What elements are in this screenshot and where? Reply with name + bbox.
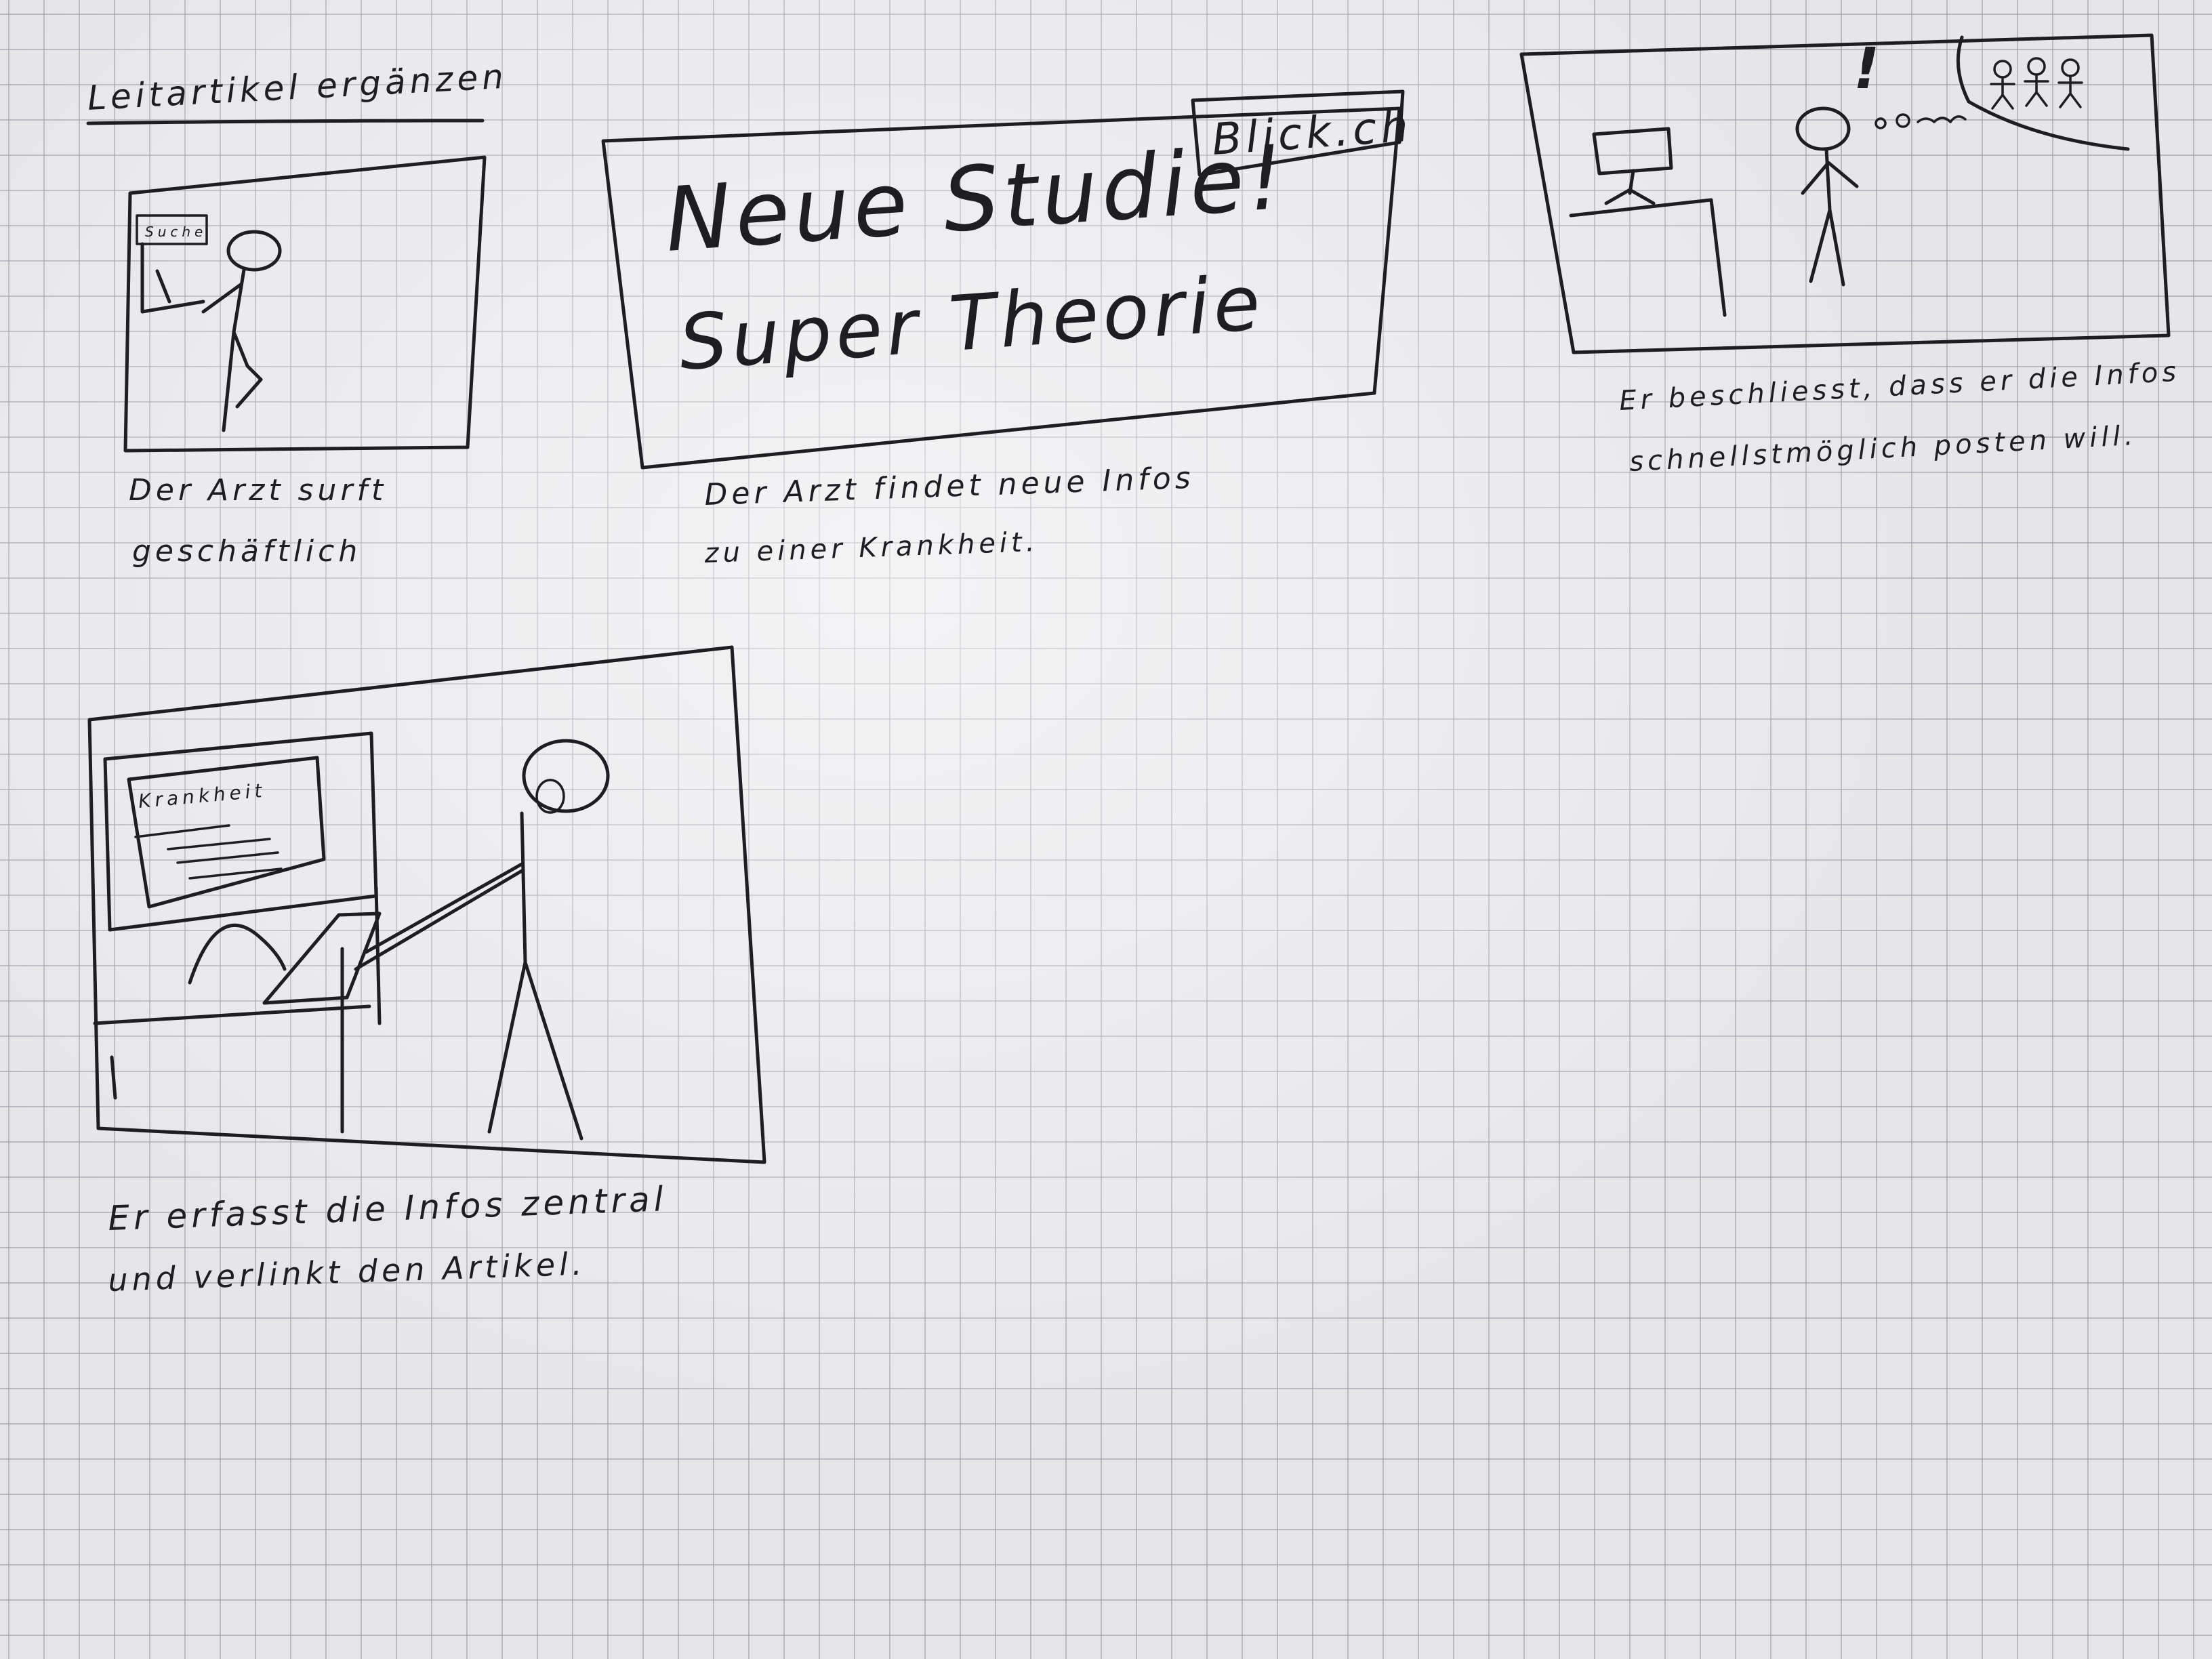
panel-1-sign <box>136 214 208 245</box>
panel-3-audience-icon <box>1990 57 2083 110</box>
panel-3-desk-monitor <box>1569 127 1727 317</box>
panel-4-caption-line1: Er erfasst die Infos zentral <box>107 1179 668 1238</box>
panel-1-sign-label: Suche <box>145 224 207 240</box>
page-title: Leitartikel ergänzen <box>87 57 509 118</box>
panel-4-frame <box>87 645 766 1164</box>
panel-2-headline: Neue Studie! <box>662 125 1291 272</box>
panel-2-frame <box>601 106 1401 470</box>
panel-2-subheadline: Super Theorie <box>676 259 1267 388</box>
panel-3-thought-bubble <box>1875 35 2130 151</box>
panel-2-caption-line2: zu einer Krankheit. <box>703 527 1039 569</box>
panel-2-logo-box <box>1191 89 1405 177</box>
panel-2-caption-line1: Der Arzt findet neue Infos <box>704 461 1195 512</box>
panel-1-caption-line1: Der Arzt surft <box>129 473 387 508</box>
panel-4-doctor-figure <box>354 739 610 1141</box>
panel-2: Blick.ch Neue Studie! Super Theorie Der … <box>601 89 1414 569</box>
panel-4-desk <box>93 886 382 1134</box>
panel-1-doctor-figure <box>201 230 282 432</box>
panel-4-keyboard <box>262 912 382 1005</box>
panel-4: Krankheit Er erfasst die Infos zentral u… <box>87 645 766 1298</box>
panel-4-chair <box>188 923 287 985</box>
panel-1-frame <box>123 155 487 453</box>
panel-3-frame <box>1519 33 2171 354</box>
panel-4-screen-title: Krankheit <box>138 779 267 813</box>
panel-3-caption-line2: schnellstmöglich posten will. <box>1629 420 2137 478</box>
panel-3: ! Er beschliesst, dass er die Infos schn… <box>1519 33 2181 478</box>
panel-1-caption-line2: geschäftlich <box>132 534 361 569</box>
panel-1-desk <box>140 242 205 314</box>
panel-4-monitor: Krankheit <box>103 731 378 932</box>
title-underline <box>86 119 485 125</box>
panel-3-doctor-figure <box>1795 106 1859 287</box>
panel-4-screen-text-lines <box>134 824 283 880</box>
panel-3-caption-line1: Er beschliesst, dass er die Infos <box>1618 356 2181 417</box>
panel-3-exclamation: ! <box>1853 35 1883 102</box>
panel-4-caption-line2: und verlinkt den Artikel. <box>107 1245 586 1298</box>
panel-1: Suche Der Arzt surft geschäftlich <box>123 155 487 569</box>
